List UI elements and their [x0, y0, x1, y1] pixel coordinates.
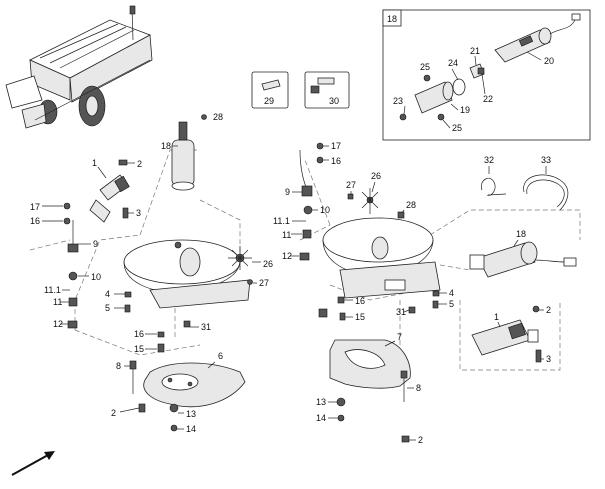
left-pin-27	[247, 279, 253, 285]
callout-10-right: 10	[320, 205, 330, 215]
callout-14-left: 14	[186, 424, 196, 434]
icon-box-29: 29	[251, 71, 289, 109]
callout-31-right: 31	[396, 307, 406, 317]
callout-16-right-mid: 16	[355, 296, 365, 306]
callout-24: 24	[448, 58, 458, 68]
right-spinner-26	[361, 188, 379, 214]
callout-9-right: 9	[285, 187, 290, 197]
callout-28-right: 28	[406, 200, 416, 210]
left-nut-12	[67, 320, 78, 329]
callout-13-left: 13	[186, 409, 196, 419]
left-gate-plate-6	[143, 362, 246, 408]
callout-4-right: 4	[449, 288, 454, 298]
callout-18-inset-label: 18	[387, 14, 397, 24]
callout-2-right-bottom: 2	[418, 435, 423, 445]
direction-arrow	[11, 451, 55, 476]
callout-18-right: 18	[516, 229, 526, 239]
callout-2-left-bottom: 2	[111, 408, 116, 418]
callouts: 1 2 3 4 5 6 8 9 10 11.1 11 12 13 14 15 1…	[30, 112, 551, 445]
right-sensor-9	[299, 149, 313, 197]
callout-26-right: 26	[371, 171, 381, 181]
callout-11-right: 11	[282, 230, 291, 240]
right-actuator-1	[471, 319, 539, 356]
left-motor-18	[171, 121, 195, 191]
actuator-20	[494, 13, 581, 63]
callout-1-left: 1	[92, 158, 97, 168]
callout-26-left: 26	[263, 259, 273, 269]
callout-18-left: 18	[161, 141, 171, 151]
callout-17-left: 17	[30, 202, 40, 212]
left-sensor-9	[67, 220, 79, 253]
cable-33	[523, 174, 569, 211]
callout-27-right: 27	[346, 180, 356, 190]
callout-16-left-top: 16	[30, 216, 40, 226]
callout-32: 32	[484, 155, 494, 165]
left-nut-11	[68, 297, 78, 307]
callout-25-bottom: 25	[452, 123, 462, 133]
callout-8-right: 8	[416, 383, 421, 393]
callout-1-right: 1	[494, 312, 499, 322]
left-spreader-bowl	[123, 239, 251, 309]
callout-16-right: 16	[331, 156, 341, 166]
bracket-21-22	[469, 63, 485, 79]
callout-27-left: 27	[259, 278, 269, 288]
callout-8-left: 8	[116, 361, 121, 371]
callout-28-left: 28	[213, 112, 223, 122]
callout-7: 7	[397, 332, 402, 342]
icon-box-30: 30	[304, 71, 350, 109]
callout-10-left: 10	[91, 272, 101, 282]
callout-13-right: 13	[316, 397, 326, 407]
callout-2-right: 2	[546, 305, 551, 315]
callout-4-left: 4	[105, 289, 110, 299]
callout-12-left: 12	[53, 319, 63, 329]
callout-17-right: 17	[331, 141, 341, 151]
callout-29: 29	[264, 96, 274, 106]
callout-21: 21	[470, 46, 480, 56]
callout-6: 6	[218, 351, 223, 361]
callout-14-right: 14	[316, 413, 326, 423]
callout-16-left: 16	[134, 329, 144, 339]
right-spreader-bowl	[322, 217, 441, 299]
motor-19	[414, 78, 466, 114]
callout-11-left: 11	[53, 297, 62, 307]
spreader-machine-illustration	[5, 5, 153, 129]
callout-33: 33	[541, 155, 551, 165]
callout-12-right: 12	[282, 251, 292, 261]
callout-11-1-left: 11.1	[44, 285, 61, 295]
callout-19: 19	[460, 105, 470, 115]
callout-30: 30	[329, 96, 339, 106]
assembly-dashed-outlines	[29, 149, 581, 371]
callout-3-right: 3	[546, 354, 551, 364]
callout-15-left: 15	[134, 344, 144, 354]
callout-25-top: 25	[420, 62, 430, 72]
callout-31-left: 31	[201, 322, 211, 332]
right-gate-plate-7	[329, 339, 411, 389]
callout-5-right: 5	[449, 299, 454, 309]
callout-15-right: 15	[355, 312, 365, 322]
callout-2-left: 2	[137, 159, 142, 169]
left-ring-10	[68, 271, 78, 281]
inset-box-18: 18 20 21 22 23 24 25 25	[382, 9, 591, 141]
callout-5-left: 5	[105, 303, 110, 313]
left-actuator-1	[89, 174, 130, 223]
callout-22: 22	[483, 94, 493, 104]
left-spinner-26	[228, 246, 252, 270]
right-motor-18	[469, 241, 577, 278]
callout-9-left: 9	[93, 239, 98, 249]
callout-11-1-right: 11.1	[273, 216, 290, 226]
cable-tie-32	[480, 177, 507, 196]
callout-3-left: 3	[136, 208, 141, 218]
callout-20: 20	[544, 56, 554, 66]
callout-23: 23	[393, 96, 403, 106]
